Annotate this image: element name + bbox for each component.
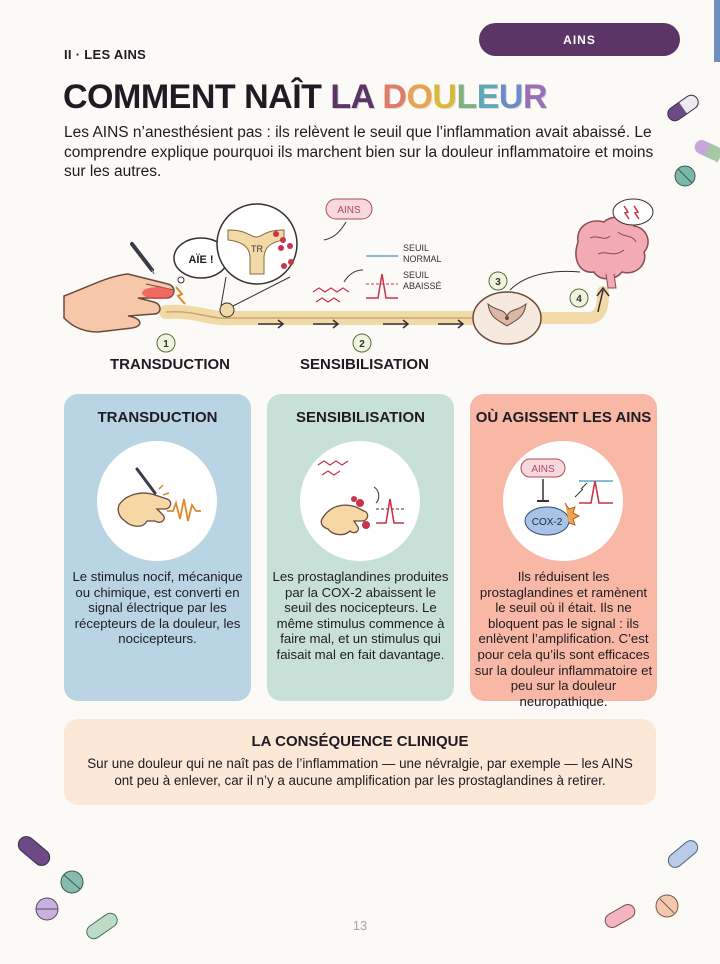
card-text: Le stimulus nocif, mécanique ou chimique… (72, 569, 243, 647)
stage-label-sensibilisation: SENSIBILISATION (300, 356, 429, 373)
title-part1: COMMENT NAÎT (63, 78, 331, 116)
title-letter: R (522, 78, 548, 116)
pain-pathway-diagram: AÏE ! TR AINS SEUIL NORMAL SEUIL ABAISSÉ (63, 198, 654, 353)
clinical-consequence-box: LA CONSÉQUENCE CLINIQUE Sur une douleur … (64, 719, 656, 805)
hand-stimulus-icon (117, 467, 201, 527)
aie-bubble: AÏE ! (173, 237, 229, 284)
ains-pill-label: AINS (337, 205, 361, 216)
needle-icon (130, 242, 155, 275)
brain-icon (575, 216, 649, 289)
clinical-text: Sur une douleur qui ne naît pas de l’inf… (87, 756, 633, 788)
tablet-icon (60, 870, 84, 894)
pill-icon (667, 840, 699, 868)
spark-icon (175, 286, 186, 305)
card-title: OÙ AGISSENT LES AINS (475, 409, 652, 426)
seuil-normal-line1: SEUIL (403, 243, 429, 253)
pill-icon (667, 92, 701, 122)
seuil-bas-line1: SEUIL (403, 270, 429, 280)
card-illustration (300, 441, 420, 561)
pain-thought-bubble (612, 198, 654, 226)
card-transduction: TRANSDUCTION Le stimulus nocif, mécaniqu… (64, 394, 251, 701)
pill-icon (694, 140, 720, 163)
card-text: Les prostaglandines produites par la COX… (272, 569, 449, 662)
ains-pill: AINS (325, 198, 373, 220)
card-title: TRANSDUCTION (97, 409, 218, 426)
card-illustration: AINS COX-2 (503, 441, 623, 561)
seuil-normal-line2: NORMAL (403, 254, 442, 264)
tablet-icon (674, 165, 696, 187)
seuil-bas-line2: ABAISSÉ (403, 281, 442, 291)
ascending-arrowhead (596, 286, 610, 297)
step-markers: 1 2 3 4 (156, 271, 589, 353)
tr-label: TR (251, 244, 263, 254)
pill-icon (17, 836, 51, 866)
molecule-arrow (343, 269, 364, 283)
page-edge-marker (714, 0, 720, 62)
prostaglandin-dots (273, 231, 294, 269)
to-brain-arrow (509, 270, 581, 291)
pill-icon (604, 904, 636, 928)
title-letter: E (476, 78, 500, 116)
card-illustration (97, 441, 217, 561)
section-label: II · LES AINS (64, 47, 147, 62)
title-letter: U (498, 78, 524, 116)
aie-text: AÏE ! (188, 253, 213, 266)
intro-paragraph: Les AINS n’anesthésient pas : ils relève… (64, 124, 654, 180)
title-letter: D (382, 78, 407, 116)
pill-icon (86, 912, 118, 940)
title-letter: L (456, 78, 477, 116)
signal-arrows (258, 319, 465, 329)
title-rainbow-word: DOULEUR (382, 78, 547, 116)
molecule-icon (312, 287, 350, 303)
cox2-label: COX-2 (532, 517, 563, 528)
cox2-inhibition-icon: AINS COX-2 (520, 458, 613, 536)
spinal-output-fiber (530, 286, 609, 324)
tablet-icon (35, 897, 59, 921)
receptor-callout: TR (216, 203, 298, 318)
spinal-cord-icon (472, 291, 542, 345)
page-number: 13 (352, 918, 368, 933)
nerve-fiber-outline (165, 310, 478, 320)
ascending-arrow (597, 289, 604, 313)
card-text: Ils réduisent les prostaglandines et ram… (474, 569, 653, 709)
card-ains-action: OÙ AGISSENT LES AINS AINS COX-2 Ils rédu… (470, 394, 657, 709)
card-sensibilisation: SENSIBILISATION Les prostaglandines prod… (267, 394, 454, 701)
ains-arrow (323, 221, 347, 241)
tablet-icon (655, 894, 679, 918)
title-letter: U (432, 78, 457, 116)
step-marker-4: 4 (576, 294, 582, 305)
title-part2: LA (330, 78, 383, 116)
hand-illustration (63, 273, 175, 333)
step-marker-1: 1 (163, 339, 169, 350)
threshold-graph: SEUIL NORMAL SEUIL ABAISSÉ (366, 243, 442, 299)
receptor-threshold-icon (317, 460, 404, 536)
page-title: COMMENT NAÎT LA DOULEUR (63, 78, 548, 117)
title-letter: O (406, 78, 433, 116)
chapter-tag: AINS (479, 23, 680, 56)
card-title: SENSIBILISATION (296, 409, 425, 426)
ains-label: AINS (531, 464, 555, 475)
step-marker-2: 2 (359, 339, 365, 350)
clinical-title: LA CONSÉQUENCE CLINIQUE (251, 733, 469, 750)
step-marker-3: 3 (495, 277, 501, 288)
stage-label-transduction: TRANSDUCTION (110, 356, 230, 373)
